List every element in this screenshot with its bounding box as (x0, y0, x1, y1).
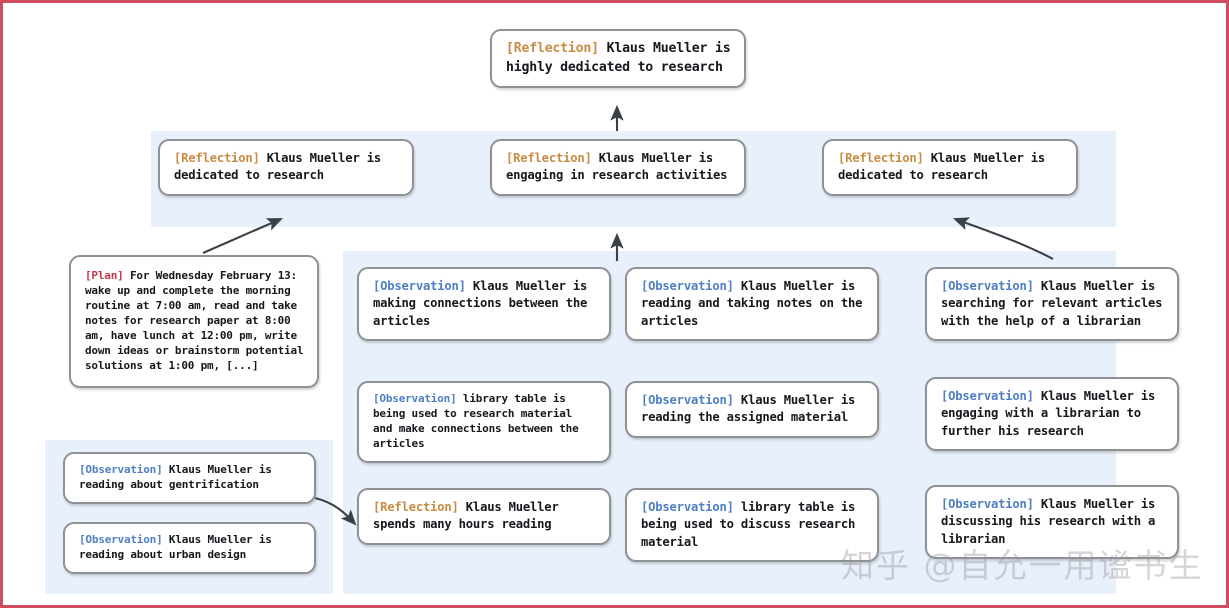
tag-observation: [Observation] (641, 500, 734, 514)
tag-reflection: [Reflection] (174, 151, 260, 165)
tag-observation: [Observation] (373, 279, 466, 293)
col-middle-right-node-1[interactable]: [Observation] Klaus Mueller is reading a… (625, 267, 879, 341)
watermark: 知乎 @自允一用谧书生 (841, 546, 1204, 585)
reflection-node-3-text: Klaus Mueller is dedicated to research (838, 151, 1053, 183)
reflection-node-3[interactable]: [Reflection] Klaus Mueller is dedicated … (822, 139, 1078, 196)
col-right-node-3-text: Klaus Mueller is discussing his research… (941, 497, 1163, 546)
col-right-node-3[interactable]: [Observation] Klaus Mueller is discussin… (925, 485, 1179, 559)
tag-observation: [Observation] (941, 497, 1034, 511)
col-middle-left-node-3[interactable]: [Reflection] Klaus Mueller spends many h… (357, 488, 611, 545)
tag-reflection: [Reflection] (838, 151, 924, 165)
tag-observation: [Observation] (641, 279, 734, 293)
left-observation-node-1-text: Klaus Mueller is reading about gentrific… (79, 463, 279, 491)
root-reflection-node[interactable]: [Reflection] Klaus Mueller is highly ded… (490, 29, 746, 89)
col-middle-right-node-1-text: Klaus Mueller is reading and taking note… (641, 279, 870, 328)
col-middle-right-node-3-text: library table is being used to discuss r… (641, 500, 863, 549)
left-observation-node-1[interactable]: [Observation] Klaus Mueller is reading a… (63, 452, 316, 504)
tag-reflection: [Reflection] (506, 151, 592, 165)
reflection-node-1[interactable]: [Reflection] Klaus Mueller is dedicated … (158, 139, 414, 196)
tag-observation: [Observation] (641, 393, 734, 407)
tag-observation: [Observation] (941, 389, 1034, 403)
tag-observation: [Observation] (941, 279, 1034, 293)
col-right-node-2[interactable]: [Observation] Klaus Mueller is engaging … (925, 377, 1179, 451)
col-right-node-1-text: Klaus Mueller is searching for relevant … (941, 279, 1170, 328)
reflection-node-1-text: Klaus Mueller is dedicated to research (174, 151, 389, 183)
root-reflection-text: Klaus Mueller is highly dedicated to res… (506, 41, 739, 75)
col-middle-left-node-2[interactable]: [Observation] library table is being use… (357, 381, 611, 463)
tag-observation: [Observation] (79, 463, 163, 476)
tag-reflection: [Reflection] (506, 41, 599, 56)
col-middle-left-node-1-text: Klaus Mueller is making connections betw… (373, 279, 595, 328)
tag-plan: [Plan] (85, 269, 124, 282)
col-middle-left-node-1[interactable]: [Observation] Klaus Mueller is making co… (357, 267, 611, 341)
reflection-node-2-text: Klaus Mueller is engaging in research ac… (506, 151, 728, 183)
plan-node[interactable]: [Plan] For Wednesday February 13: wake u… (69, 255, 319, 388)
tag-reflection: [Reflection] (373, 500, 459, 514)
reflection-node-2[interactable]: [Reflection] Klaus Mueller is engaging i… (490, 139, 746, 196)
plan-node-text: For Wednesday February 13: wake up and c… (85, 269, 310, 372)
col-middle-right-node-2-text: Klaus Mueller is reading the assigned ma… (641, 393, 863, 425)
tag-observation: [Observation] (79, 533, 163, 546)
col-middle-right-node-2[interactable]: [Observation] Klaus Mueller is reading t… (625, 381, 879, 438)
left-observation-node-2[interactable]: [Observation] Klaus Mueller is reading a… (63, 522, 316, 574)
col-middle-left-node-2-text: library table is being used to research … (373, 392, 585, 450)
col-middle-left-node-3-text: Klaus Mueller spends many hours reading (373, 500, 566, 532)
tag-observation: [Observation] (373, 392, 457, 405)
col-right-node-2-text: Klaus Mueller is engaging with a librari… (941, 389, 1163, 438)
left-observation-node-2-text: Klaus Mueller is reading about urban des… (79, 533, 279, 561)
col-middle-right-node-3[interactable]: [Observation] library table is being use… (625, 488, 879, 562)
col-right-node-1[interactable]: [Observation] Klaus Mueller is searching… (925, 267, 1179, 341)
